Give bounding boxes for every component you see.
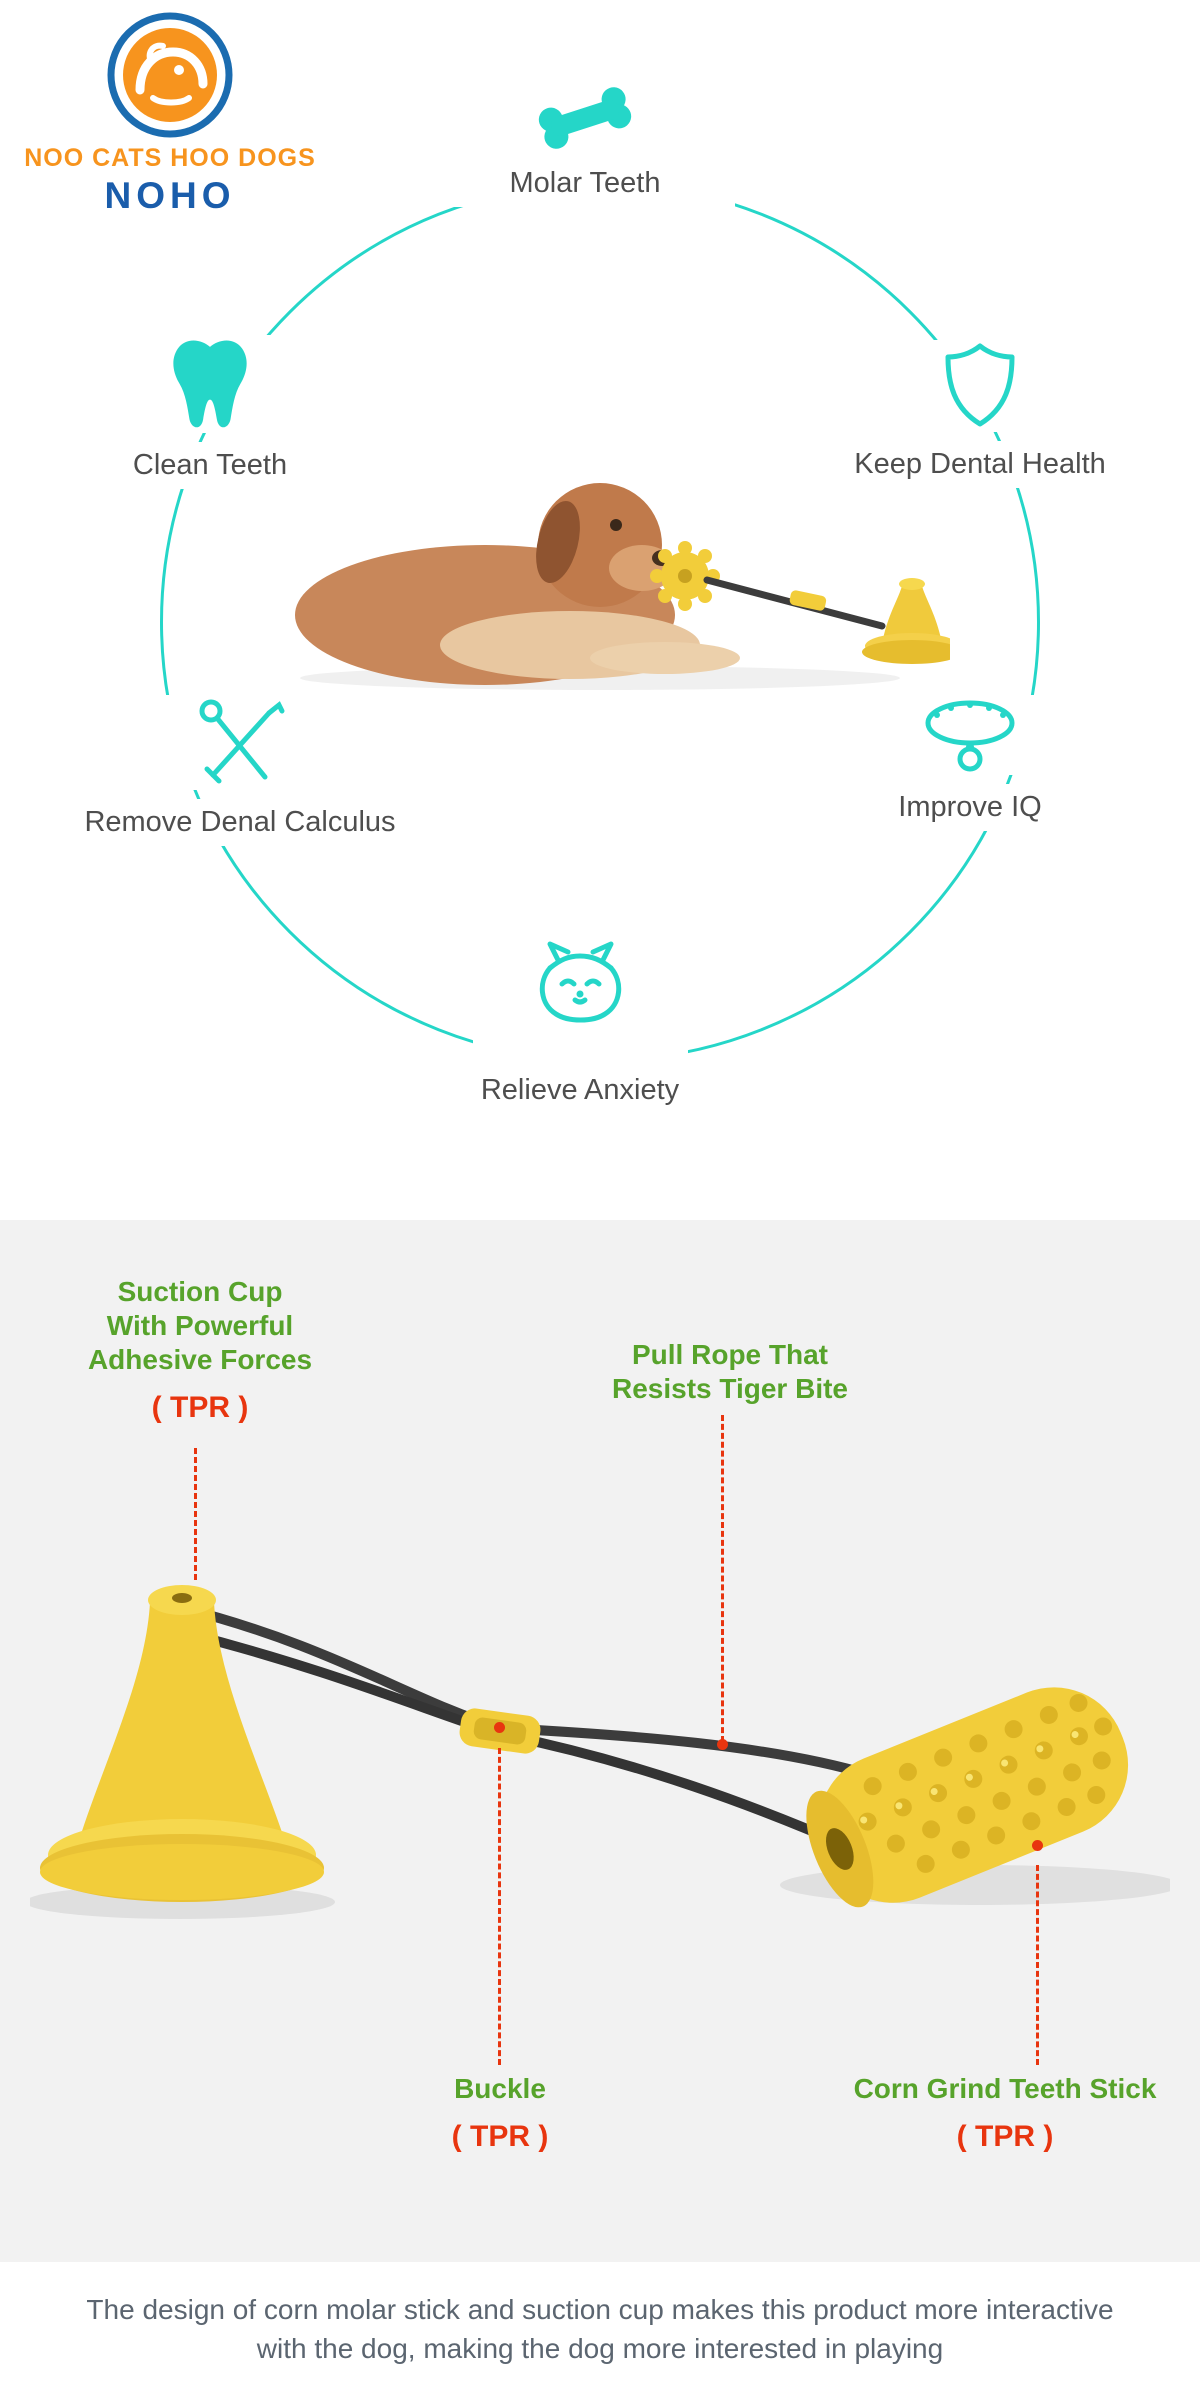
corn-stick-line1: Corn Grind Teeth Stick <box>853 2073 1157 2104</box>
leader-dot-pull-rope <box>717 1739 728 1750</box>
feature-label-clean-teeth: Clean Teeth <box>60 442 360 489</box>
label-suction-cup: Suction Cup With Powerful Adhesive Force… <box>55 1275 345 1425</box>
dental-tool-icon <box>164 695 316 790</box>
pull-rope-line2: Resists Tiger Bite <box>611 1373 849 1404</box>
collar-icon <box>887 695 1053 775</box>
brand-name: NOHO <box>104 175 236 216</box>
feature-label-improve-iq: Improve IQ <box>820 784 1120 831</box>
suction-cup-line2: With Powerful <box>106 1310 294 1341</box>
bone-icon <box>502 85 668 151</box>
feature-remove-dental-calculus: Remove Denal Calculus <box>40 695 440 846</box>
feature-clean-teeth: Clean Teeth <box>60 335 360 489</box>
suction-cup-line3: Adhesive Forces <box>87 1344 313 1375</box>
leader-dot-buckle <box>494 1722 505 1733</box>
brand-tagline: NOO CATS HOO DOGS <box>24 144 316 172</box>
dog-face-icon <box>472 938 688 1063</box>
footer-section: The design of corn molar stick and sucti… <box>0 2262 1200 2400</box>
suction-cup-line1: Suction Cup <box>117 1276 283 1307</box>
leader-line-pull-rope <box>721 1415 724 1742</box>
label-buckle: Buckle ( TPR ) <box>380 2072 620 2154</box>
suction-cup-material: ( TPR ) <box>151 1391 249 1424</box>
buckle-line1: Buckle <box>454 2073 546 2104</box>
feature-label-keep-dental-health: Keep Dental Health <box>800 441 1160 488</box>
feature-molar-teeth: Molar Teeth <box>435 85 735 207</box>
product-photo <box>25 1550 1180 1950</box>
feature-label-relieve-anxiety: Relieve Anxiety <box>430 1067 730 1114</box>
label-corn-stick: Corn Grind Teeth Stick ( TPR ) <box>830 2072 1180 2154</box>
label-pull-rope: Pull Rope That Resists Tiger Bite <box>570 1338 890 1406</box>
puppy-photo <box>270 430 962 695</box>
leader-line-corn-stick <box>1036 1865 1039 2065</box>
leader-dot-corn-stick <box>1032 1840 1043 1851</box>
buckle-material: ( TPR ) <box>451 2120 549 2153</box>
pull-rope-line1: Pull Rope That <box>632 1339 828 1370</box>
feature-relieve-anxiety: Relieve Anxiety <box>430 938 730 1114</box>
shield-icon <box>912 340 1048 432</box>
feature-improve-iq: Improve IQ <box>820 695 1120 831</box>
leader-line-suction-cup <box>194 1448 197 1580</box>
brand-logo-icon <box>105 10 235 140</box>
feature-label-molar-teeth: Molar Teeth <box>435 160 735 207</box>
product-section: Suction Cup With Powerful Adhesive Force… <box>0 1220 1200 2262</box>
brand-logo: NOO CATS HOO DOGS NOHO <box>20 10 320 217</box>
footer-description: The design of corn molar stick and sucti… <box>86 2294 1114 2364</box>
feature-label-remove-dental-calculus: Remove Denal Calculus <box>40 799 440 846</box>
corn-stick-material: ( TPR ) <box>956 2120 1054 2153</box>
tooth-icon <box>138 335 282 433</box>
benefits-section: NOO CATS HOO DOGS NOHO Molar Teeth <box>20 10 1160 1114</box>
feature-keep-dental-health: Keep Dental Health <box>800 340 1160 488</box>
leader-line-buckle <box>498 1748 501 2065</box>
